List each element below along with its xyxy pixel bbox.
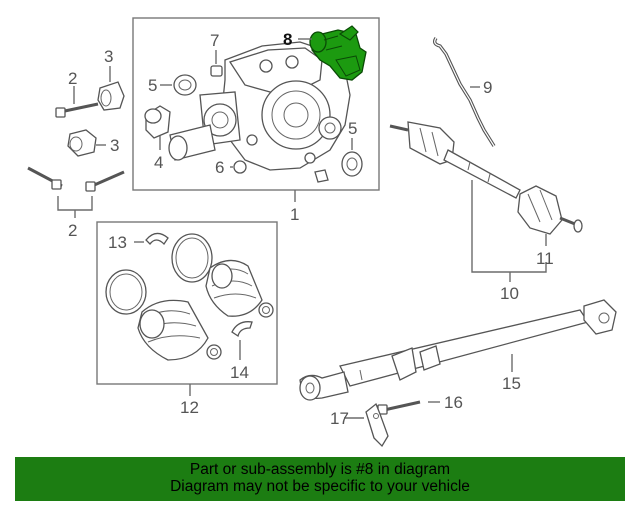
- axle-shaft-assembly: [389, 121, 583, 235]
- callout-12: 12: [180, 398, 199, 417]
- parts-diagram: 1 2 2 3 3 4 5 5 6 7 8 9 10 11 12 13 14 1…: [27, 17, 617, 448]
- cv-boot-upper: [205, 259, 263, 317]
- callout-2-lower: 2: [68, 221, 77, 240]
- callout-3-upper: 3: [104, 47, 113, 66]
- part-3-bushing-lower: [67, 129, 97, 157]
- part-15-propeller-shaft: [299, 299, 617, 401]
- cv-boot-lower: [137, 299, 209, 361]
- part-5-seal-left: [173, 74, 197, 96]
- callout-1: 1: [290, 205, 299, 224]
- callout-3-lower: 3: [110, 136, 119, 155]
- info-banner: Part or sub-assembly is #8 in diagram Di…: [15, 457, 625, 501]
- part-17-bracket: [365, 402, 389, 448]
- part-8-actuator-highlight: [309, 25, 367, 81]
- boot-kit-box-frame: [96, 221, 278, 385]
- callout-5-left: 5: [148, 76, 157, 95]
- boot-band-ring-upper: [171, 233, 213, 283]
- callout-10: 10: [500, 284, 519, 303]
- callout-9: 9: [483, 78, 492, 97]
- callout-6: 6: [215, 158, 224, 177]
- differential-housing: [168, 41, 351, 171]
- differential-box-frame: [132, 17, 380, 191]
- callout-16: 16: [444, 393, 463, 412]
- part-2-bolt-left: [27, 166, 63, 190]
- part-5-seal-right: [341, 151, 363, 177]
- part-6-plug: [233, 160, 247, 174]
- callout-8: 8: [283, 30, 292, 49]
- callout-4: 4: [154, 153, 163, 172]
- part-2-bolt-upper: [55, 102, 99, 118]
- callout-14: 14: [230, 363, 249, 382]
- sensor-fitting: [314, 169, 329, 183]
- small-clamp-upper: [258, 302, 274, 318]
- callout-15: 15: [502, 374, 521, 393]
- part-7-nut: [210, 65, 223, 77]
- part-3-bushing-upper: [97, 81, 125, 111]
- callout-11: 11: [536, 249, 554, 268]
- callout-2-upper: 2: [68, 69, 77, 88]
- callout-5-right: 5: [348, 119, 357, 138]
- banner-line-2: Diagram may not be specific to your vehi…: [170, 478, 470, 495]
- callout-17: 17: [330, 409, 349, 428]
- small-clamp-lower: [206, 344, 222, 360]
- callout-13: 13: [108, 233, 127, 252]
- part-2-bolt-right: [85, 170, 125, 192]
- boot-band-ring-left: [105, 269, 147, 315]
- part-13-clamp: [145, 232, 169, 246]
- part-14-clamp: [231, 321, 253, 338]
- part-16-bolt: [377, 400, 421, 415]
- banner-line-1: Part or sub-assembly is #8 in diagram: [189, 461, 451, 478]
- callout-7: 7: [210, 31, 219, 50]
